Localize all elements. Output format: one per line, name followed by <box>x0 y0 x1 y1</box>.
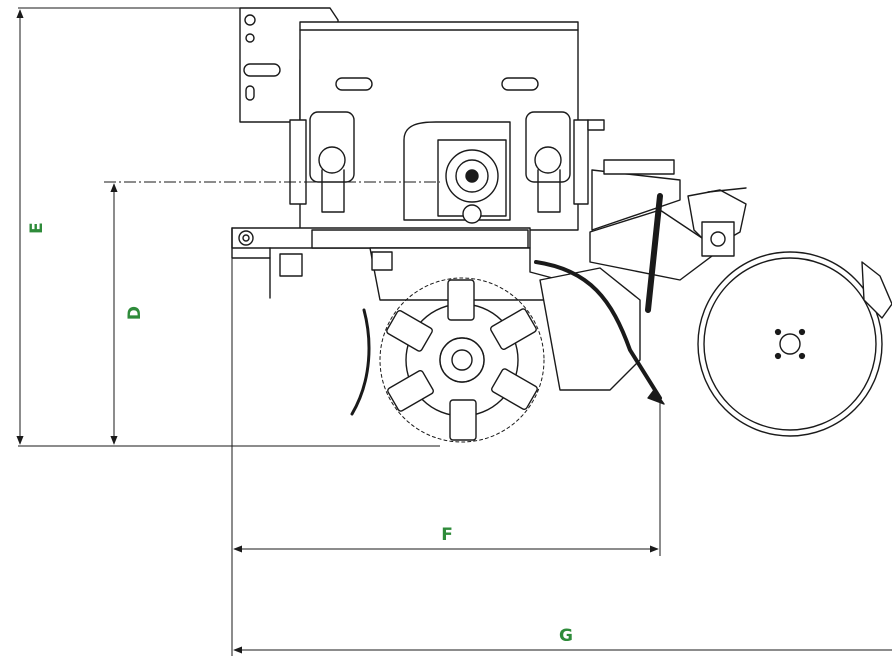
machine-outline <box>231 7 892 443</box>
dimension-label-d: D <box>125 306 145 320</box>
dimension-label-g: G <box>559 626 573 646</box>
dimension-lines <box>16 7 892 656</box>
dimension-label-e: E <box>27 222 47 234</box>
dimension-label-f: F <box>441 525 453 545</box>
dimension-labels: E D F G <box>27 222 573 646</box>
